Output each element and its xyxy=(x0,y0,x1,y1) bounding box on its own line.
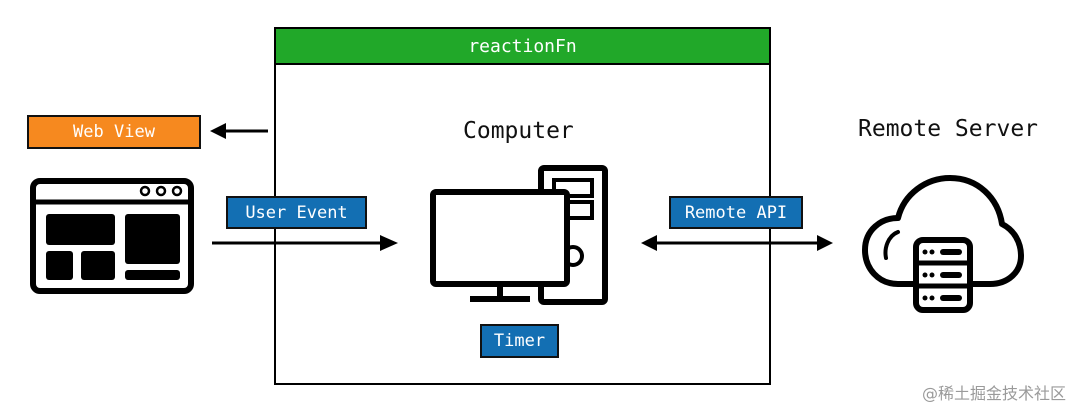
timer-label: Timer xyxy=(480,324,559,358)
web-view-arrow xyxy=(210,123,268,139)
user-event-label: User Event xyxy=(226,196,367,229)
remote-server-title: Remote Server xyxy=(858,116,1039,142)
computer-icon xyxy=(430,165,608,305)
watermark: @稀土掘金技术社区 xyxy=(921,384,1066,403)
remote-api-arrow xyxy=(641,235,833,251)
remote-api-label: Remote API xyxy=(669,196,803,229)
computer-title: Computer xyxy=(463,118,574,144)
cloud-server-icon xyxy=(862,175,1024,313)
browser-window-icon xyxy=(30,178,194,294)
web-view-label: Web View xyxy=(27,115,201,149)
user-event-arrow xyxy=(212,235,398,251)
reactionfn-header: reactionFn xyxy=(276,29,769,65)
